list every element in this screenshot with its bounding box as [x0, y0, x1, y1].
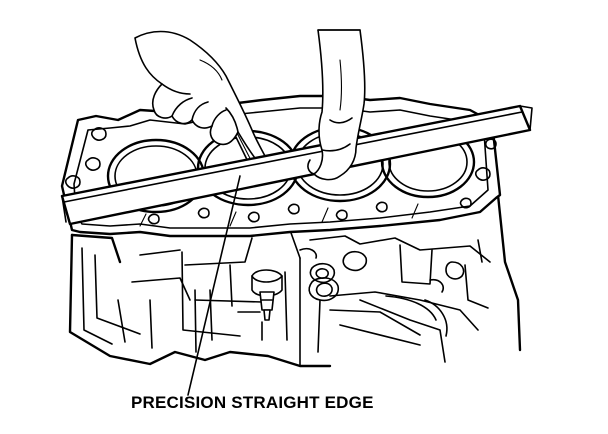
callout-label: PRECISION STRAIGHT EDGE: [131, 393, 374, 412]
precision-straight-edge: [60, 104, 533, 226]
callout-leader-line: [187, 175, 241, 396]
oil-filter-mount: [251, 269, 283, 321]
right-hand: [307, 29, 366, 181]
left-hand: [134, 30, 267, 163]
engine-block-body: [68, 193, 522, 368]
